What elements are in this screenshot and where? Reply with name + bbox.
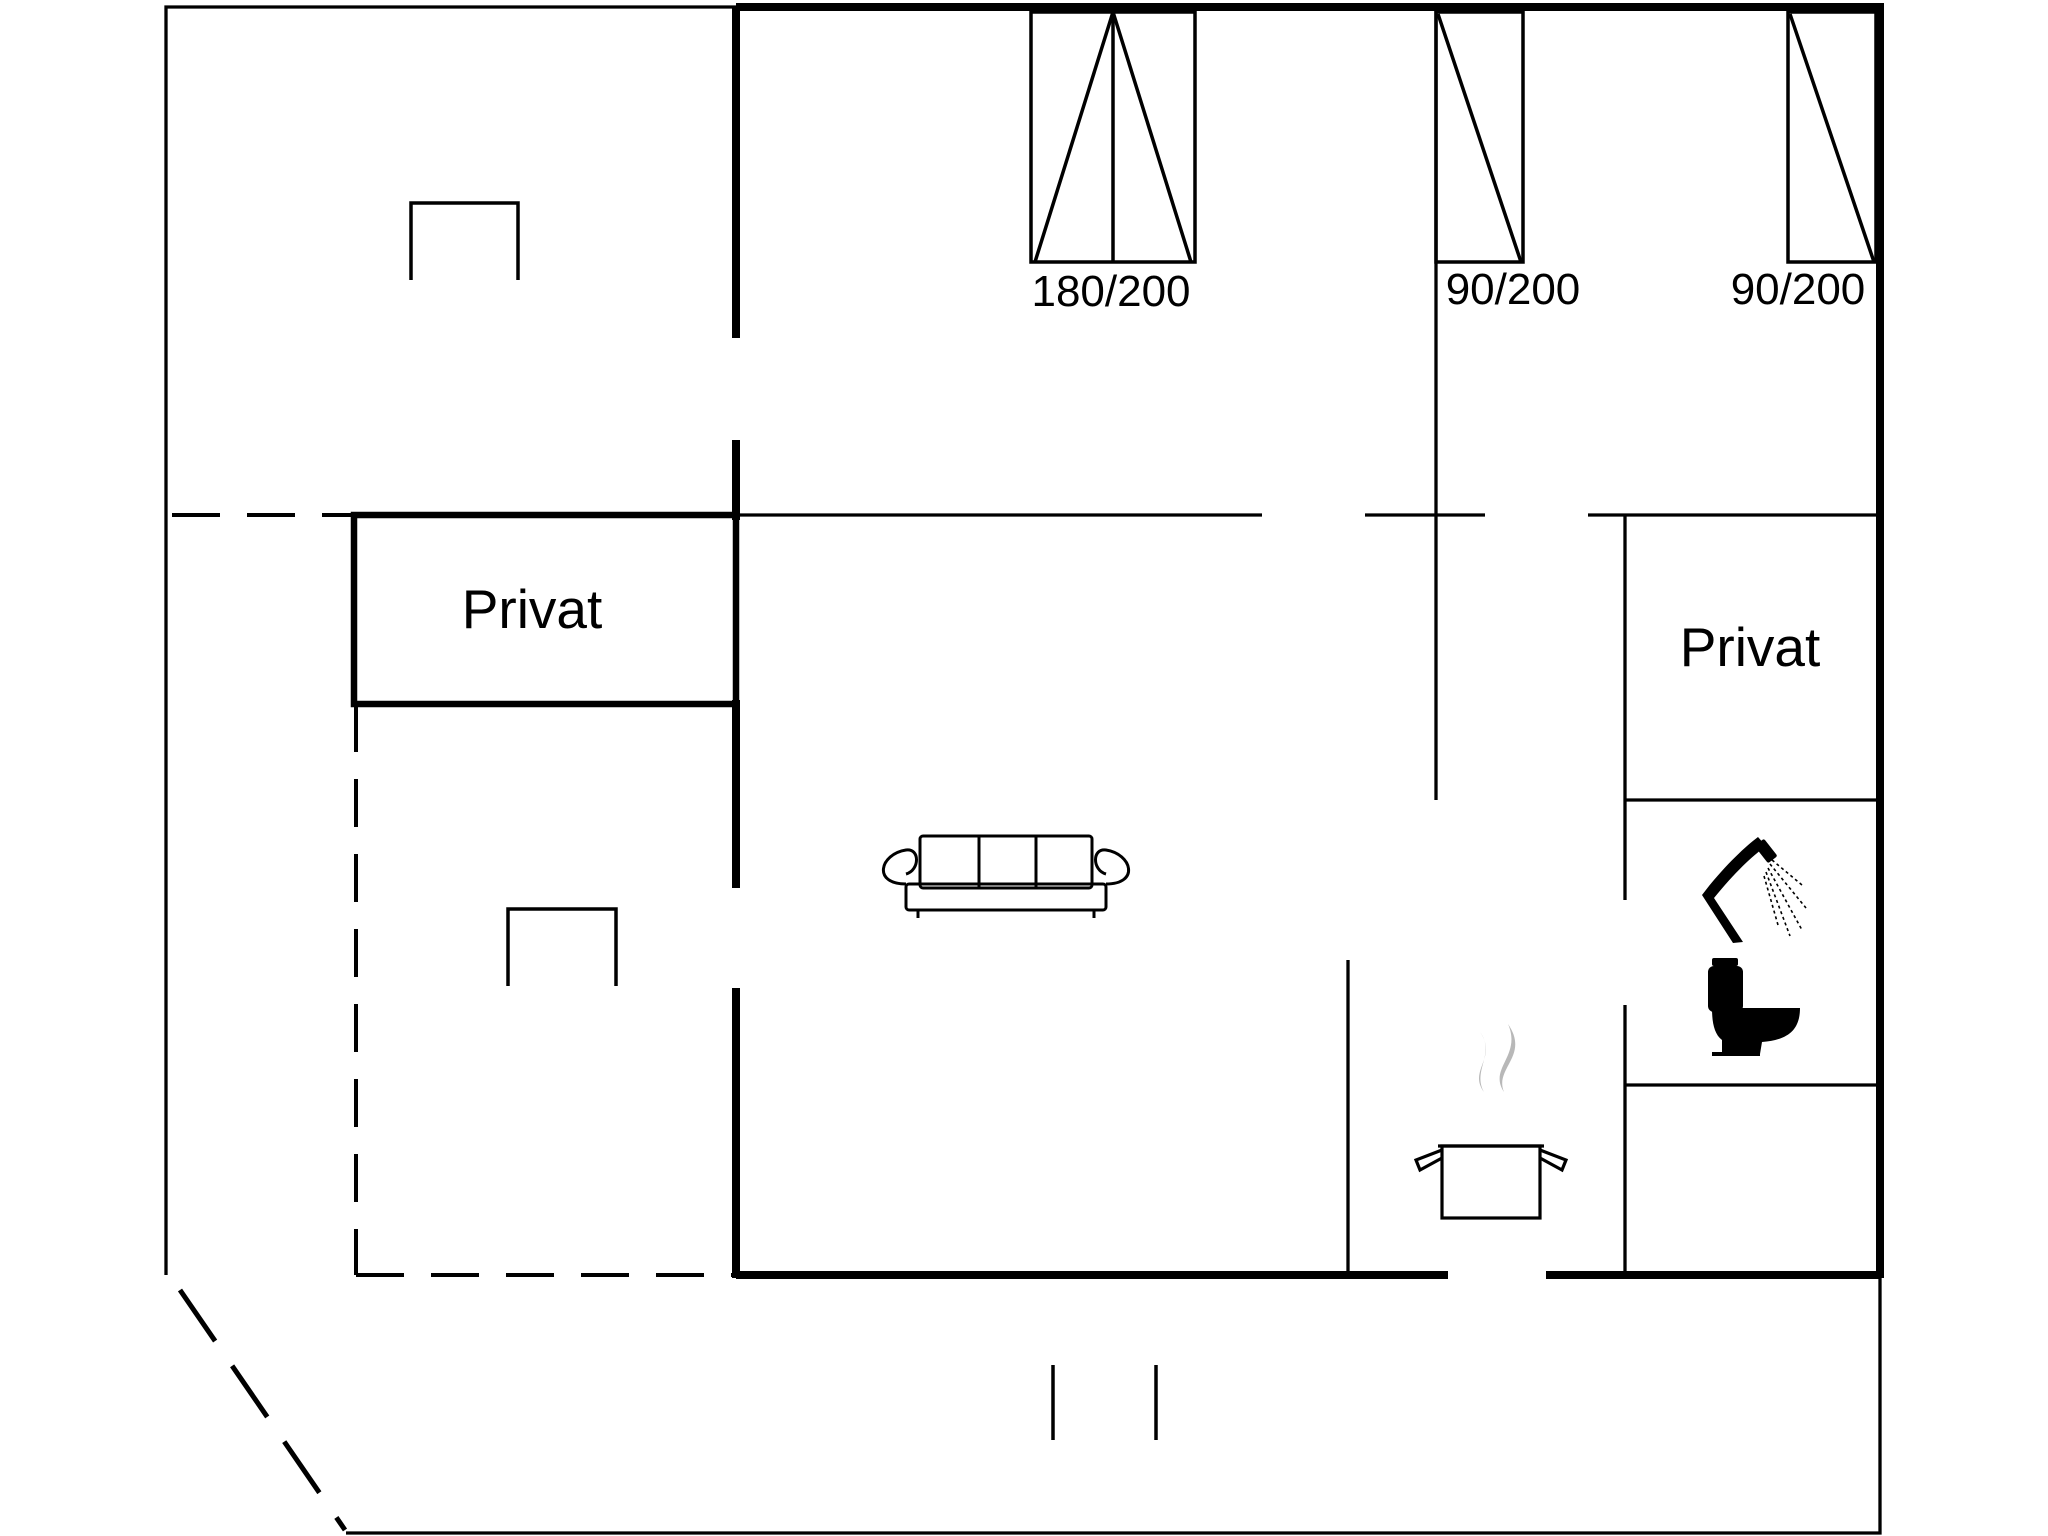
cooking-pot-icon [1413, 1024, 1569, 1220]
dashed-boundaries [172, 513, 732, 1277]
outer-outline [164, 5, 1882, 1535]
shower-icon [1702, 837, 1807, 943]
bed-single-1 [1434, 10, 1525, 264]
private-label-left: Privat [462, 578, 603, 640]
bed-label-double: 180/200 [1031, 267, 1190, 316]
private-room-left [350, 511, 740, 708]
toilet-icon [1708, 958, 1800, 1056]
bed-label-single-1: 90/200 [1446, 265, 1581, 314]
private-label-right: Privat [1680, 616, 1821, 678]
bed-double [1029, 10, 1197, 264]
fixture-lower-left [506, 907, 618, 986]
bottom-marks [1051, 1365, 1158, 1440]
fixture-top-left [409, 201, 520, 280]
exterior-walls [732, 3, 1884, 1279]
interior-walls [736, 7, 1880, 1275]
bed-single-2 [1786, 10, 1878, 264]
sofa-icon [882, 834, 1130, 918]
bed-label-single-2: 90/200 [1731, 265, 1866, 314]
